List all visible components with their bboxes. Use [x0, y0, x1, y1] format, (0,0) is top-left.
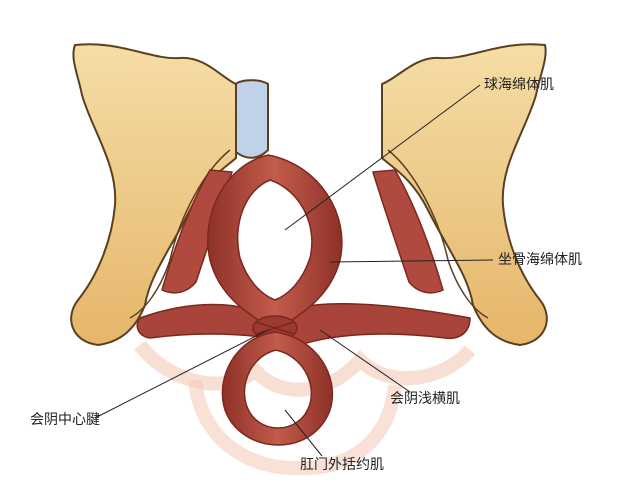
label-external-anal-sphincter: 肛门外括约肌: [300, 457, 384, 473]
label-bulbospongiosus: 球海绵体肌: [484, 77, 554, 93]
external-anal-sphincter: [221, 331, 334, 446]
label-ischiocavernosus: 坐骨海绵体肌: [498, 252, 582, 268]
leader-perineal-body: [94, 329, 269, 419]
label-perineal-body: 会阴中心腱: [30, 412, 100, 428]
soft-tissue-shadow: [134, 340, 476, 476]
leader-bulbospongiosus: [284, 84, 481, 231]
pubic-symphysis: [235, 79, 269, 159]
label-superficial-transverse-perineal: 会阴浅横肌: [390, 391, 460, 407]
bulbospongiosus-muscle: [207, 154, 343, 331]
leader-ischiocavernosus: [329, 259, 494, 263]
pelvic-bone: [70, 43, 548, 347]
leader-transverse-perineal: [319, 329, 411, 393]
leader-anal-sphincter: [284, 409, 323, 457]
leader-lines: [94, 84, 494, 457]
